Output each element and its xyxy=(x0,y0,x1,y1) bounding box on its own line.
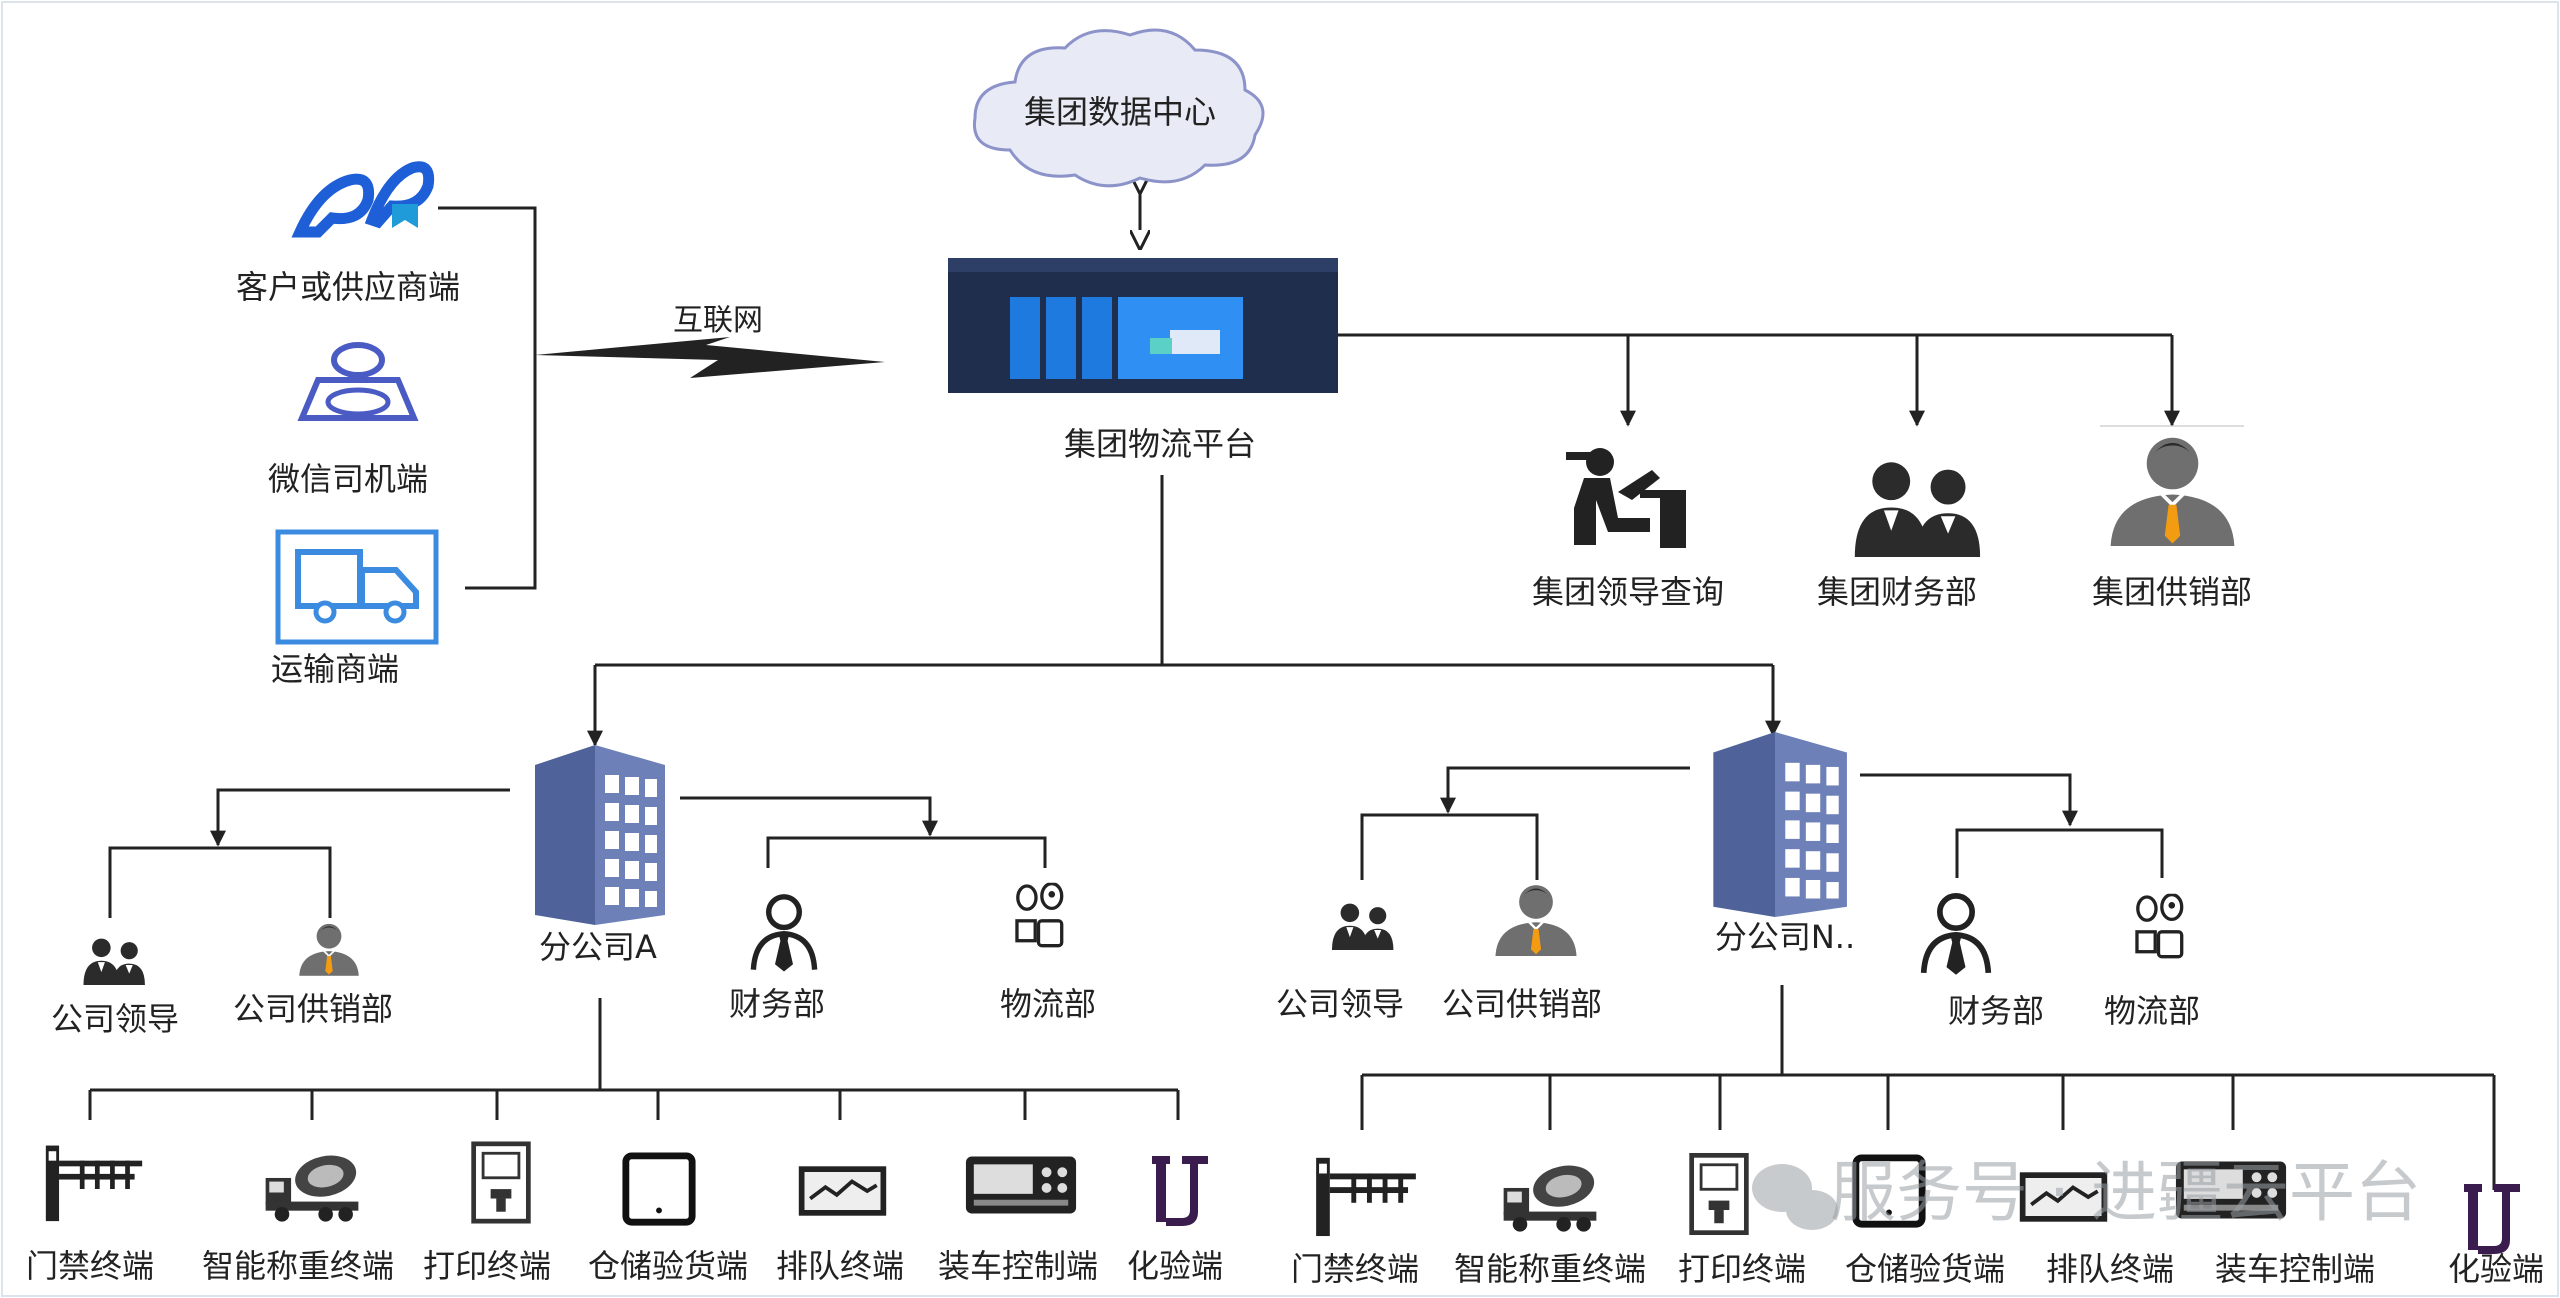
monitor-icon xyxy=(799,1166,886,1215)
branch-n-terminal-label: 化验端 xyxy=(2448,1250,2544,1288)
data-center-cloud: 集团数据中心 xyxy=(972,28,1265,188)
branch-a-label: 分公司A xyxy=(539,928,657,966)
wechat-icon xyxy=(1752,1164,1838,1230)
lab-icon xyxy=(2464,1184,2520,1254)
businessman-icon xyxy=(1495,885,1576,956)
client-carrier: 运输商端 xyxy=(271,529,439,688)
person-tie-icon xyxy=(1924,896,1989,975)
barrier-gate-icon xyxy=(1316,1158,1416,1236)
branch-a-terminal-label: 装车控制端 xyxy=(938,1247,1098,1285)
customer-label: 客户或供应商端 xyxy=(236,268,460,306)
branch-n-sales-label: 公司供销部 xyxy=(1442,985,1602,1023)
lab-icon xyxy=(1152,1156,1208,1226)
watermark-text: 服务号 · 进疆云平台 xyxy=(1830,1154,2421,1231)
two-people-icon xyxy=(1332,904,1393,950)
printer-kiosk-icon xyxy=(474,1144,529,1221)
branch-a-terminal-label: 智能称重终端 xyxy=(202,1247,394,1285)
businessman-icon xyxy=(2111,438,2235,546)
control-panel-icon xyxy=(966,1156,1076,1213)
branch-a-terminal-label: 化验端 xyxy=(1127,1247,1223,1285)
logistics-platform: 集团物流平台 xyxy=(948,258,1338,463)
carrier-label: 运输商端 xyxy=(271,650,399,688)
branch-n-terminal-label: 排队终端 xyxy=(2046,1250,2174,1288)
web-dashboard-thumbnail xyxy=(948,258,1338,407)
barrier-gate-icon xyxy=(46,1146,142,1222)
internet-link: 互联网 xyxy=(535,303,885,378)
branch-n-leader-label: 公司领导 xyxy=(1276,985,1404,1023)
building-icon xyxy=(1713,732,1847,917)
two-people-icon xyxy=(1855,462,1980,557)
branch-n: 分公司N.. 公司领导 公司供销部 财务部 物流部 门禁终端 智能称重终端 打印… xyxy=(1276,732,2544,1288)
branch-n-terminal-label: 装车控制端 xyxy=(2215,1250,2375,1288)
customer-icon xyxy=(291,161,435,238)
branch-a: 分公司A 公司领导 公司供销部 财务部 物流部 门禁终端 智能称重终端 打印终端… xyxy=(26,745,1223,1285)
internet-label: 互联网 xyxy=(673,303,763,338)
building-icon xyxy=(535,745,665,925)
group-leader-query: 集团领导查询 xyxy=(1532,448,1724,611)
desk-worker-icon xyxy=(1566,448,1686,548)
driver-label: 微信司机端 xyxy=(268,460,428,498)
businessman-icon xyxy=(299,924,359,976)
group-sales: 集团供销部 xyxy=(2092,425,2252,611)
branch-n-logistics-label: 物流部 xyxy=(2104,992,2200,1030)
branch-a-logistics-label: 物流部 xyxy=(1000,985,1096,1023)
branch-n-terminal-label: 门禁终端 xyxy=(1291,1250,1419,1288)
branch-a-terminal-label: 排队终端 xyxy=(776,1247,904,1285)
truck-icon xyxy=(275,529,439,645)
branch-a-terminal-label: 仓储验货端 xyxy=(588,1247,748,1285)
mixer-truck-icon xyxy=(1504,1160,1598,1231)
driver-icon xyxy=(297,342,419,421)
branch-n-label: 分公司N.. xyxy=(1715,918,1855,956)
branch-a-terminal-label: 门禁终端 xyxy=(26,1247,154,1285)
branch-n-finance-label: 财务部 xyxy=(1948,992,2044,1030)
people-boxes-icon xyxy=(2137,895,2182,957)
person-tie-icon xyxy=(753,897,814,972)
connector-lines xyxy=(88,192,2496,1190)
branch-n-terminal-label: 打印终端 xyxy=(1678,1250,1806,1288)
group-finance: 集团财务部 xyxy=(1817,462,1980,611)
group-leader-label: 集团领导查询 xyxy=(1532,573,1724,611)
branch-a-sales-label: 公司供销部 xyxy=(233,990,393,1028)
tablet-icon xyxy=(626,1156,692,1222)
branch-a-terminal-label: 打印终端 xyxy=(423,1247,551,1285)
client-customer: 客户或供应商端 xyxy=(236,161,460,306)
branch-n-terminal-label: 仓储验货端 xyxy=(1845,1250,2005,1288)
branch-a-leader-label: 公司领导 xyxy=(51,1000,179,1038)
group-finance-label: 集团财务部 xyxy=(1817,573,1977,611)
cloud-icon xyxy=(972,28,1265,188)
watermark: 服务号 · 进疆云平台 xyxy=(1752,1154,2421,1231)
people-boxes-icon xyxy=(1017,884,1062,946)
two-people-icon xyxy=(84,939,145,985)
platform-label: 集团物流平台 xyxy=(1064,425,1256,463)
mixer-truck-icon xyxy=(266,1150,360,1221)
group-sales-label: 集团供销部 xyxy=(2092,573,2252,611)
branch-a-finance-label: 财务部 xyxy=(729,985,825,1023)
printer-kiosk-icon xyxy=(1692,1155,1747,1232)
cloud-label: 集团数据中心 xyxy=(1024,93,1216,131)
lightning-bolt-icon xyxy=(535,337,885,378)
client-driver: 微信司机端 xyxy=(268,342,428,498)
branch-n-terminal-label: 智能称重终端 xyxy=(1454,1250,1646,1288)
